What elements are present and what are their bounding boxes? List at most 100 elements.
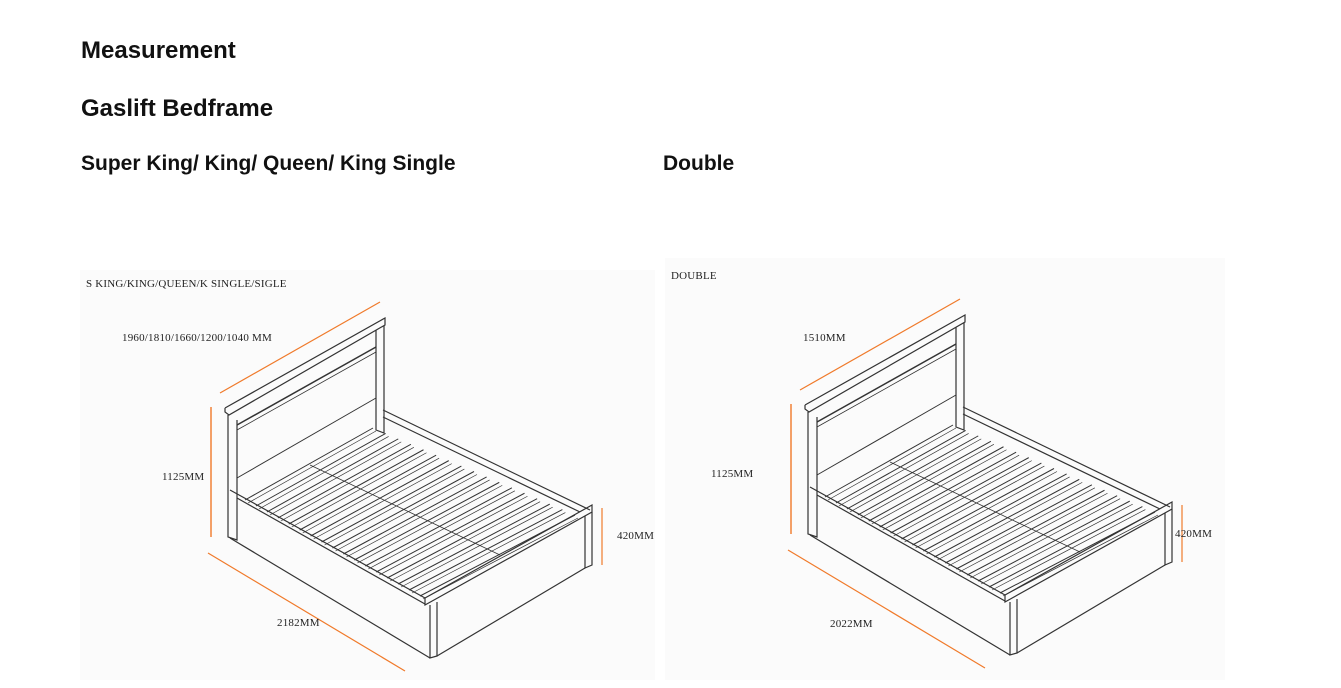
product-subtitle: Gaslift Bedframe — [81, 95, 274, 122]
bed-slat-edge — [269, 441, 402, 516]
length-dimension-label: 2022MM — [830, 618, 873, 630]
bed-slat — [365, 487, 513, 567]
bed-slat — [343, 476, 487, 555]
diagram-caption: DOUBLE — [671, 270, 717, 282]
bed-slat-edge — [959, 492, 1108, 573]
bed-slat-edge — [346, 479, 490, 558]
bed-drawing — [787, 298, 1183, 669]
bed-slat-edge — [904, 465, 1045, 543]
headboard-top-rail — [224, 316, 386, 416]
bed-slat-edge — [882, 454, 1020, 531]
bed-slat-edge — [422, 517, 579, 600]
bed-slat — [244, 427, 374, 501]
bed-slat-edge — [390, 501, 541, 582]
width-dimension-line — [799, 298, 961, 391]
center-support-rail — [309, 464, 501, 556]
headboard-inner-rail — [236, 346, 377, 426]
bed-slat — [408, 509, 563, 591]
bed-slat-edge — [368, 490, 516, 570]
bed-slat-edge — [980, 503, 1133, 585]
left-side-rail-inner — [236, 497, 426, 605]
bed-slat — [977, 500, 1130, 582]
footboard-top — [424, 503, 593, 607]
left-side-rail-bottom — [229, 537, 431, 659]
bed-slat-edge — [379, 495, 528, 576]
left-side-rail-bottom — [809, 534, 1011, 656]
bed-diagram-large-sizes: S KING/KING/QUEEN/K SINGLE/SIGLE 1960/18… — [80, 270, 655, 680]
bed-slat-edge — [291, 452, 427, 528]
footboard-top — [1004, 500, 1173, 604]
headboard-left-post — [227, 415, 238, 541]
headboard-inner-rail — [816, 348, 957, 428]
center-support-rail — [889, 461, 1081, 553]
bed-diagram-double: DOUBLE 1510MM 1125MM 2022MM 420MM — [665, 258, 1225, 680]
footboard-bottom — [436, 567, 586, 657]
headboard-right-post — [955, 323, 965, 431]
bed-slat-edge — [893, 460, 1032, 537]
foot-height-dimension-label: 420MM — [1175, 528, 1213, 540]
bed-slat-edge — [948, 487, 1096, 567]
bed-slat-edge — [860, 444, 995, 519]
length-dimension-line — [787, 549, 986, 669]
headboard-inner-rail — [816, 343, 957, 423]
section-title-large-sizes: Super King/ King/ Queen/ King Single — [81, 152, 456, 175]
bed-slat — [376, 492, 525, 573]
bed-slat-edge — [280, 447, 415, 522]
left-side-rail-inner — [816, 494, 1006, 602]
right-side-rail — [962, 406, 1171, 508]
width-dimension-line — [219, 301, 381, 394]
bed-slat-edge — [258, 436, 389, 510]
bed-slat — [354, 481, 500, 561]
headboard-right-post — [375, 326, 385, 434]
bed-slat — [966, 495, 1118, 576]
headboard-inner-rail — [236, 351, 377, 431]
bed-slat — [386, 498, 538, 579]
headboard-left-post — [807, 412, 818, 538]
bed-slat — [397, 503, 550, 585]
bed-slat-edge — [849, 438, 982, 513]
width-dimension-label: 1960/1810/1660/1200/1040 MM — [122, 332, 272, 344]
width-dimension-label: 1510MM — [803, 332, 846, 344]
diagram-caption: S KING/KING/QUEEN/K SINGLE/SIGLE — [86, 278, 287, 290]
bed-slat-edge — [247, 430, 377, 504]
bed-slat — [912, 468, 1055, 546]
length-dimension-label: 2182MM — [277, 617, 320, 629]
bed-slat-edge — [937, 482, 1083, 561]
right-side-rail-inner — [962, 413, 1161, 510]
footboard-left-post — [429, 602, 438, 659]
page-title: Measurement — [81, 37, 236, 64]
footboard-right-post — [1164, 509, 1173, 566]
right-side-rail-inner — [382, 416, 581, 513]
bed-slat-edge — [915, 471, 1058, 549]
bed-slat — [923, 473, 1067, 552]
bed-slat-edge — [302, 457, 440, 534]
right-side-rail — [382, 409, 591, 511]
bed-slat-edge — [357, 485, 503, 564]
bed-slat-edge — [827, 427, 957, 501]
footboard-right-post — [584, 512, 593, 569]
footboard-bottom — [1016, 564, 1166, 654]
bed-slat-edge — [411, 512, 566, 594]
bed-slat-edge — [324, 468, 465, 546]
bed-slat-edge — [313, 463, 452, 540]
bed-slat — [419, 514, 576, 597]
bed-slat — [332, 471, 475, 549]
bed-slat — [988, 506, 1143, 588]
height-dimension-label: 1125MM — [162, 471, 205, 483]
bed-drawing — [207, 301, 603, 672]
bed-slat — [945, 484, 1093, 564]
bed-slat-edge — [838, 433, 969, 507]
bed-slat — [999, 511, 1156, 594]
headboard-panel-line — [236, 397, 377, 479]
length-dimension-line — [207, 552, 406, 672]
bed-slat-edge — [871, 449, 1007, 525]
foot-height-dimension-label: 420MM — [617, 530, 655, 542]
bed-slat-edge — [1002, 514, 1159, 597]
bed-slat-edge — [400, 506, 553, 588]
footboard-left-post — [1009, 599, 1018, 656]
section-title-double: Double — [663, 152, 735, 175]
bed-slat-edge — [991, 509, 1146, 591]
bed-slat-edge — [335, 474, 478, 552]
bed-slat — [934, 478, 1080, 558]
headboard-panel-line — [816, 394, 957, 476]
